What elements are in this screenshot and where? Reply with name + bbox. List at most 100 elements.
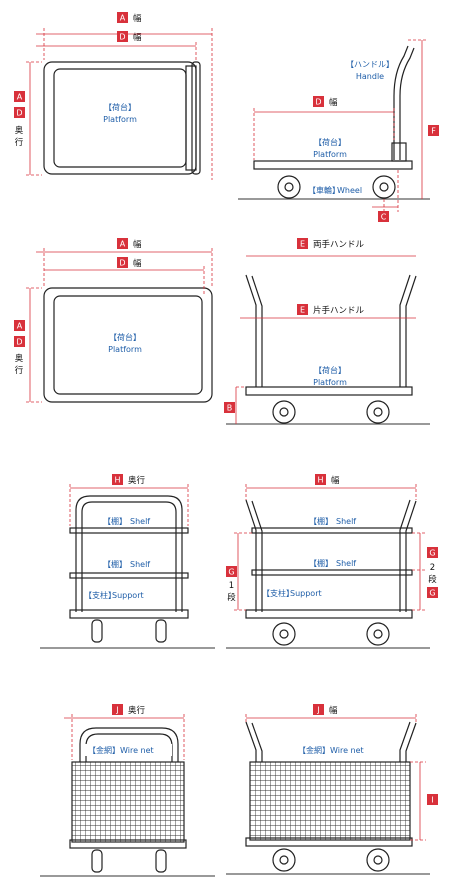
badge-E-single: E — [297, 304, 308, 315]
badge-D-side-2: D — [14, 336, 25, 347]
badge-G-right-bottom: G — [427, 587, 438, 598]
label-ryote-handle: 両手ハンドル — [313, 239, 365, 250]
platform-label-jp-2: 【荷台】 — [314, 137, 346, 147]
label-one: 1 — [229, 581, 234, 591]
wirenet-label-en-1: Wire net — [120, 746, 154, 755]
side-view-double — [226, 255, 430, 425]
shelf-cart-side — [226, 484, 430, 649]
badge-E-double: E — [297, 238, 308, 249]
svg-text:F: F — [431, 127, 436, 136]
handle-label-jp: 【ハンドル】 — [346, 60, 394, 69]
svg-text:D: D — [16, 109, 22, 118]
svg-text:C: C — [381, 213, 387, 222]
support-label-jp-1: 【支柱】 — [84, 590, 116, 600]
shelf-label-en-1: Shelf — [130, 517, 150, 526]
platform-label-en-3: Platform — [108, 345, 142, 354]
svg-text:B: B — [227, 404, 233, 413]
handle-grip — [191, 61, 201, 175]
label-oku-2: 奥 — [15, 353, 24, 364]
badge-D-top-2: D — [117, 257, 128, 268]
label-oku-1: 奥 — [15, 125, 24, 136]
badge-J-front: J — [112, 704, 123, 715]
badge-F: F — [428, 125, 439, 136]
badge-D-top: D — [117, 31, 128, 42]
platform-label-en-2: Platform — [313, 150, 347, 159]
wirenet-cart-front — [40, 714, 215, 877]
wheel-label-jp: 【車輪】 — [308, 185, 340, 195]
wirenet-label-bg-1 — [84, 744, 172, 756]
badge-A-side: A — [14, 91, 25, 102]
label-katate-handle: 片手ハンドル — [313, 305, 365, 316]
badge-G-right-top: G — [427, 547, 438, 558]
label-yuki-2: 行 — [15, 365, 24, 376]
badge-D-side-view: D — [313, 96, 324, 107]
handle-label-en: Handle — [356, 72, 384, 81]
badge-C: C — [378, 211, 389, 222]
badge-G-left: G — [226, 566, 237, 577]
shelf-label-jp-2: 【棚】 — [103, 559, 127, 569]
top-view-single — [26, 28, 213, 180]
handle-bar — [185, 65, 197, 171]
wirenet-label-bg-2 — [294, 744, 382, 756]
side-view-single — [238, 39, 430, 212]
shelf-label-jp-4: 【棚】 — [309, 558, 333, 568]
svg-text:A: A — [120, 240, 126, 249]
svg-text:D: D — [16, 338, 22, 347]
svg-text:J: J — [316, 706, 319, 715]
support-label-en-2: Support — [290, 589, 322, 598]
svg-text:I: I — [431, 796, 433, 805]
platform-label-jp-4: 【荷台】 — [314, 365, 346, 375]
svg-text:E: E — [300, 306, 305, 315]
shelf-label-jp-1: 【棚】 — [103, 516, 127, 526]
wirenet-label-en-2: Wire net — [330, 746, 364, 755]
badge-I: I — [427, 794, 438, 805]
svg-text:D: D — [119, 33, 125, 42]
svg-text:A: A — [17, 93, 23, 102]
badge-B: B — [224, 402, 235, 413]
badge-D-side: D — [14, 107, 25, 118]
shelf-label-en-3: Shelf — [336, 517, 356, 526]
handle-tube — [393, 45, 409, 160]
label-haba-H: 幅 — [331, 475, 340, 486]
platform-label-jp-1: 【荷台】 — [104, 102, 136, 112]
svg-text:A: A — [120, 14, 126, 23]
badge-H-front: H — [112, 474, 123, 485]
label-haba-A: 幅 — [133, 13, 142, 24]
platform-label-jp-3: 【荷台】 — [109, 332, 141, 342]
badge-A-top: A — [117, 12, 128, 23]
wheel-left — [277, 175, 301, 199]
platform-label-en-1: Platform — [103, 115, 137, 124]
badge-A-top-2: A — [117, 238, 128, 249]
wirenet-cart-side — [226, 714, 430, 875]
shelf-label-jp-3: 【棚】 — [309, 516, 333, 526]
badge-H-side: H — [315, 474, 326, 485]
label-dan-2: 段 — [428, 574, 437, 585]
handle-hinge — [391, 142, 407, 162]
svg-text:G: G — [228, 568, 234, 577]
svg-text:H: H — [317, 476, 323, 485]
shelf-cart-front — [40, 484, 215, 649]
svg-text:G: G — [429, 589, 435, 598]
wheel-label-en: Wheel — [337, 186, 362, 195]
shelf-label-en-4: Shelf — [336, 559, 356, 568]
label-okuyuki-J: 奥行 — [128, 705, 146, 716]
svg-text:J: J — [115, 706, 118, 715]
label-dan-1: 段 — [227, 592, 236, 603]
badge-J-side: J — [313, 704, 324, 715]
label-haba-A2: 幅 — [133, 239, 142, 250]
top-view-double — [26, 248, 213, 403]
support-label-en-1: Support — [112, 591, 144, 600]
label-haba-J: 幅 — [329, 705, 338, 716]
wheel-right — [372, 175, 396, 199]
support-label-jp-2: 【支柱】 — [262, 588, 294, 598]
platform-side — [253, 160, 413, 170]
svg-text:G: G — [429, 549, 435, 558]
badge-A-side-2: A — [14, 320, 25, 331]
label-two: 2 — [430, 563, 435, 573]
svg-text:D: D — [119, 259, 125, 268]
svg-text:D: D — [315, 98, 321, 107]
svg-text:H: H — [114, 476, 120, 485]
wirenet-label-jp-1: 【金網】 — [88, 745, 120, 755]
